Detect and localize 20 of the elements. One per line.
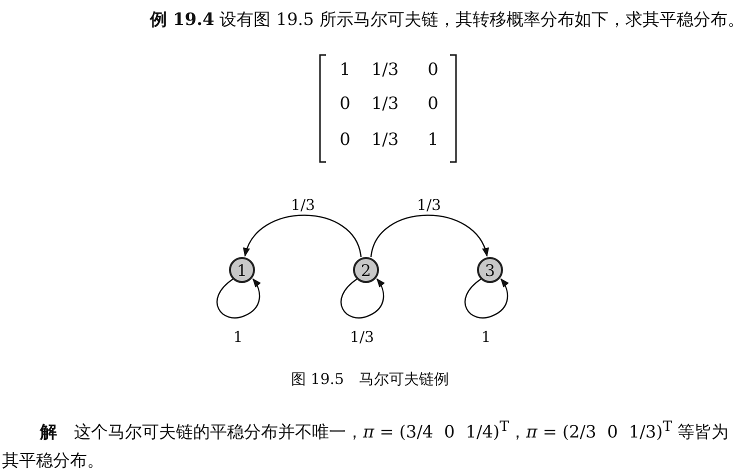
matrix-entry: 0 [340, 130, 350, 150]
state-circle: 1 [229, 257, 255, 283]
transition-arrow [370, 214, 488, 258]
problem-statement: 例 19.4 设有图 19.5 所示马尔可夫链，其转移概率分布如下，求其平稳分布。 [150, 9, 740, 31]
matrix-entry: 0 [340, 94, 350, 114]
solution-text: 解 这个马尔可夫链的平稳分布并不唯一，π = (3/4 0 1/4)$^{T}$，π = (2/3 0 1/3)$^{T}$ 等皆为其平稳分布。 [2, 418, 730, 472]
matrix-entry: 0 [428, 60, 438, 80]
matrix-entry: 1/3 [371, 130, 399, 150]
state-circle: 3 [477, 257, 503, 283]
matrix-entry: 1 [340, 60, 350, 80]
self-loop-arrow [216, 278, 261, 318]
state-circle: 2 [353, 257, 379, 283]
matrix-entry: 1/3 [371, 94, 399, 114]
self-loop-arrow [464, 278, 509, 318]
matrix-entry: 1 [428, 130, 438, 150]
figure-caption: 图 19.5 马尔可夫链例 [290, 370, 450, 389]
matrix-entry: 0 [428, 94, 438, 114]
transition-arrow [244, 214, 362, 258]
matrix-entry: 1/3 [371, 60, 399, 80]
self-loop-arrow [340, 278, 385, 318]
